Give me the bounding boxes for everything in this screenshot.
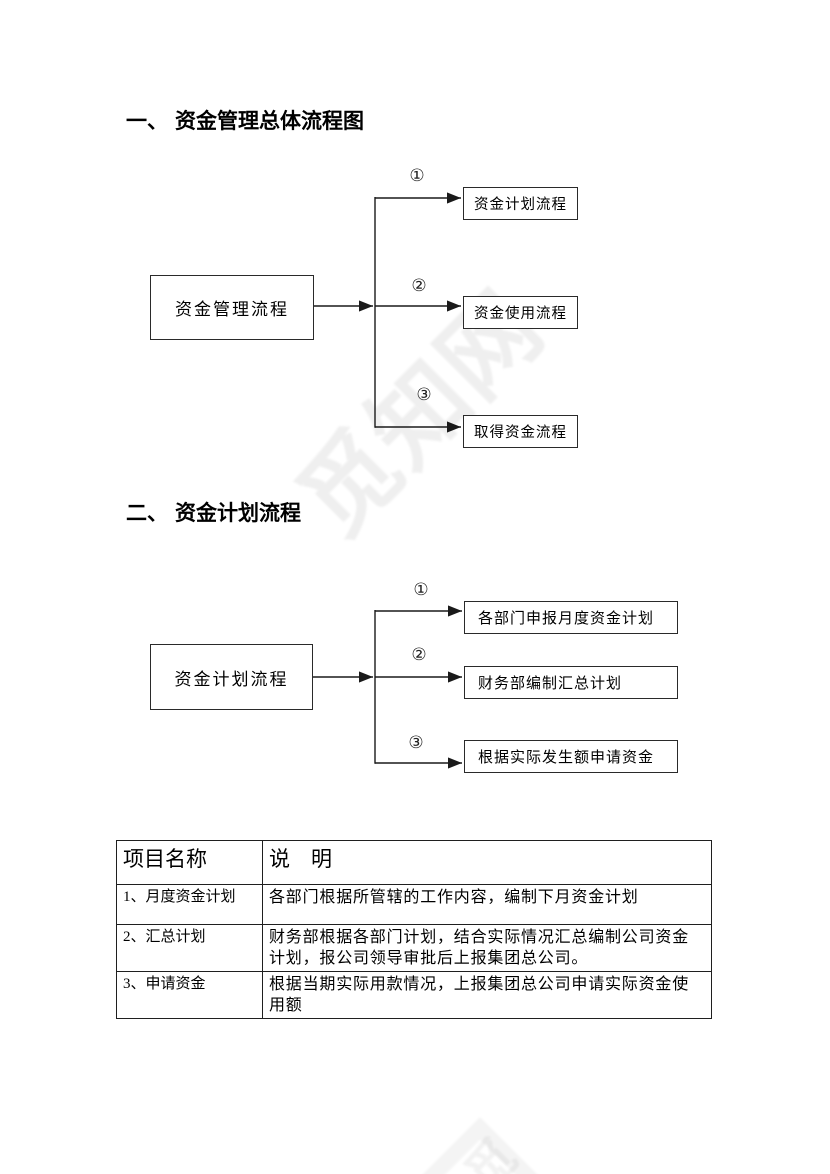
fc2-branch-2-box: 财务部编制汇总计划 — [464, 666, 678, 699]
table-row-2-name: 2、汇总计划 — [116, 924, 263, 972]
table-row: 1、月度资金计划 各部门根据所管辖的工作内容，编制下月资金计划 — [116, 884, 712, 925]
fc1-branch-1-label: 资金计划流程 — [474, 197, 567, 213]
fc1-branch-3-label: 取得资金流程 — [474, 425, 567, 441]
fc1-root-label: 资金管理流程 — [175, 300, 289, 319]
fc1-branch-1-marker: ① — [409, 166, 425, 186]
section-2-number: 二、 — [126, 501, 168, 525]
spec-table: 项目名称 说 明 1、月度资金计划 各部门根据所管辖的工作内容，编制下月资金计划… — [116, 840, 712, 1019]
table-header-name: 项目名称 — [116, 840, 263, 885]
fc1-root-box: 资金管理流程 — [150, 275, 314, 340]
table-row-1-description: 各部门根据所管辖的工作内容，编制下月资金计划 — [262, 884, 712, 925]
fc2-branch-1-label: 各部门申报月度资金计划 — [478, 611, 655, 627]
table-row: 2、汇总计划 财务部根据各部门计划，结合实际情况汇总编制公司资金计划，报公司领导… — [116, 924, 712, 972]
spec-table-container: 项目名称 说 明 1、月度资金计划 各部门根据所管辖的工作内容，编制下月资金计划… — [116, 840, 712, 1019]
table-row: 3、申请资金 根据当期实际用款情况，上报集团总公司申请实际资金使用额 — [116, 971, 712, 1019]
section-1-title: 资金管理总体流程图 — [175, 109, 364, 133]
fc2-branch-1-marker: ① — [413, 580, 429, 600]
table-row-3-description: 根据当期实际用款情况，上报集团总公司申请实际资金使用额 — [262, 971, 712, 1019]
fc1-branch-2-box: 资金使用流程 — [463, 296, 578, 329]
fc1-branch-2-marker: ② — [411, 276, 427, 296]
table-row-3-name: 3、申请资金 — [116, 971, 263, 1019]
fc1-branch-3-marker: ③ — [416, 385, 432, 405]
fc2-branch-3-box: 根据实际发生额申请资金 — [464, 740, 678, 773]
table-header-row: 项目名称 说 明 — [116, 840, 712, 885]
section-2-title: 资金计划流程 — [175, 501, 301, 525]
section-1-number: 一、 — [126, 109, 168, 133]
fc1-branch-3-box: 取得资金流程 — [463, 415, 578, 448]
fc2-branch-3-marker: ③ — [408, 733, 424, 753]
fc1-branch-2-label: 资金使用流程 — [474, 306, 567, 322]
fc2-root-box: 资金计划流程 — [150, 644, 313, 710]
fc2-root-label: 资金计划流程 — [174, 669, 289, 689]
fc2-branch-1-box: 各部门申报月度资金计划 — [464, 601, 678, 634]
fc2-branch-2-label: 财务部编制汇总计划 — [478, 676, 623, 692]
table-row-1-name: 1、月度资金计划 — [116, 884, 263, 925]
table-header-description: 说 明 — [262, 840, 712, 885]
fc1-branch-1-box: 资金计划流程 — [463, 187, 578, 220]
section-1-heading: 一、 资金管理总体流程图 — [126, 108, 364, 134]
table-row-2-description: 财务部根据各部门计划，结合实际情况汇总编制公司资金计划，报公司领导审批后上报集团… — [262, 924, 712, 972]
fc2-branch-2-marker: ② — [411, 645, 427, 665]
fc2-branch-3-label: 根据实际发生额申请资金 — [478, 750, 655, 766]
section-2-heading: 二、 资金计划流程 — [126, 500, 301, 526]
